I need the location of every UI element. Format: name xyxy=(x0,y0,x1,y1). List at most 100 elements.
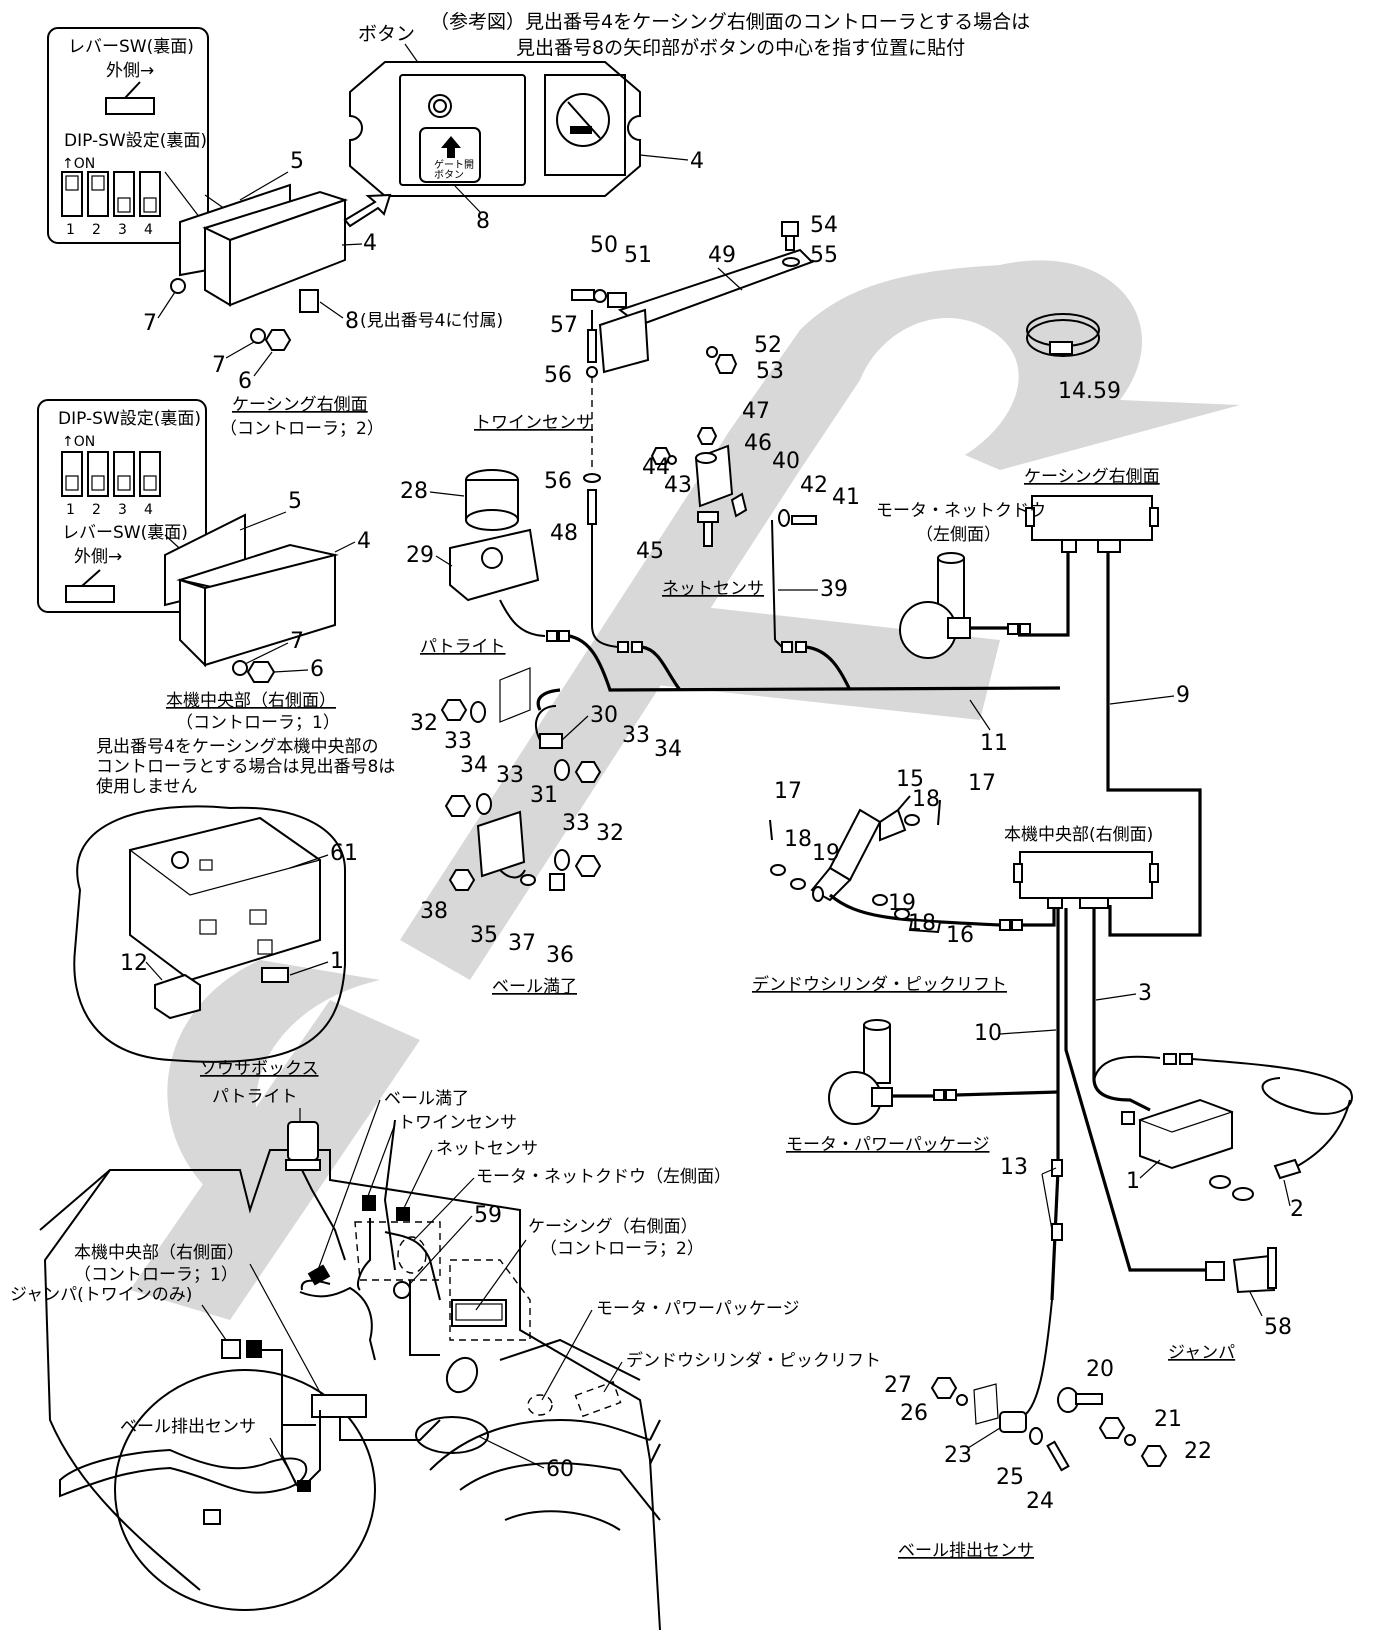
overview-motor-net: モータ・ネットクドウ（左側面） xyxy=(476,1167,731,1187)
callout-31: 31 xyxy=(530,783,558,808)
callout-17: 17 xyxy=(774,779,802,804)
callout-52: 52 xyxy=(754,333,782,358)
callout-12: 12 xyxy=(120,951,148,976)
callout-33-d: 33 xyxy=(562,811,590,836)
caption-casing-right-1: ケーシング右側面 xyxy=(232,395,368,415)
motor-net-drive xyxy=(899,552,1031,659)
header-note-line2: 見出番号8の矢印部がボタンの中心を指す位置に貼付 xyxy=(516,37,965,59)
caption-center-1: 本機中央部（右側面） xyxy=(166,691,336,711)
callout-4-mid: 4 xyxy=(357,529,371,554)
callout-30: 30 xyxy=(590,703,618,728)
callout-7: 7 xyxy=(143,311,157,336)
callout-21: 21 xyxy=(1154,1407,1182,1432)
callout-17-b: 17 xyxy=(968,771,996,796)
inset-top-dip-1: 1 xyxy=(66,222,75,238)
machine-overview xyxy=(39,1119,661,1630)
twin-sensor-bracket xyxy=(571,221,814,625)
controller-plate: ゲート開 ボタン xyxy=(349,61,641,197)
callout-24: 24 xyxy=(1026,1489,1054,1514)
callout-33-c: 33 xyxy=(496,763,524,788)
overview-casing-2: （コントローラ；2） xyxy=(540,1239,704,1259)
harness-11 xyxy=(536,624,1061,731)
callout-1: 1 xyxy=(1126,1169,1140,1194)
callout-37: 37 xyxy=(508,931,536,956)
caption-jumper: ジャンパ xyxy=(1168,1343,1235,1363)
inset-mid-on-label: ↑ON xyxy=(62,434,95,450)
hose-clamp xyxy=(1026,313,1100,357)
inset-top-dip-4: 4 xyxy=(144,222,153,238)
callout-23: 23 xyxy=(944,1443,972,1468)
callout-51: 51 xyxy=(624,243,652,268)
label8-note: (見出番号4に付属) xyxy=(360,311,503,331)
caption-motor-power: モータ・パワーパッケージ xyxy=(786,1135,990,1155)
inset-mid-dip-2: 2 xyxy=(92,502,101,518)
inset-top-dip-2: 2 xyxy=(92,222,101,238)
callout-56-b: 56 xyxy=(544,469,572,494)
overview-center-1: 本機中央部（右側面） xyxy=(74,1243,244,1263)
callout-19: 19 xyxy=(812,841,840,866)
callout-3: 3 xyxy=(1138,981,1152,1006)
caption-bale-full: ベール満了 xyxy=(492,977,577,997)
caption-casing-right-side: ケーシング右側面 xyxy=(1024,467,1160,487)
caption-center-note3: 使用しません xyxy=(96,776,198,797)
caption-center-note2: コントローラとする場合は見出番号8は xyxy=(96,757,395,777)
controller-box-center xyxy=(164,513,339,668)
overview-bale-eject: ベール排出センサ xyxy=(120,1417,256,1437)
callout-33: 33 xyxy=(444,729,472,754)
callout-44: 44 xyxy=(642,455,670,480)
overview-bale-full: ベール満了 xyxy=(384,1089,469,1109)
inset-mid-lever-dir: 外側→ xyxy=(74,547,122,567)
callout-18-c: 18 xyxy=(908,911,936,936)
caption-twin-sensor: トワインセンサ xyxy=(474,413,593,433)
callout-14-59: 14.59 xyxy=(1058,379,1121,404)
callout-25: 25 xyxy=(996,1465,1024,1490)
bale-full-sensor xyxy=(440,667,602,891)
callout-5-mid: 5 xyxy=(288,489,302,514)
caption-motor-net-2: （左側面） xyxy=(916,525,1001,545)
label-arrow-text1: ゲート開 xyxy=(434,159,474,171)
overview-patlite: パトライト xyxy=(212,1087,298,1107)
center-controller xyxy=(1013,851,1206,1301)
callout-58: 58 xyxy=(1264,1315,1292,1340)
callout-35: 35 xyxy=(470,923,498,948)
callout-1-sousa: 1 xyxy=(330,949,344,974)
inset-top-dip-title: DIP-SW設定(裏面) xyxy=(64,130,207,151)
callout-40: 40 xyxy=(772,449,800,474)
inset-mid-dip-4: 4 xyxy=(144,502,153,518)
inset-mid-lever-title: レバーSW(裏面) xyxy=(62,522,188,543)
inset-top-lever-title: レバーSW(裏面) xyxy=(68,36,194,57)
overview-jumper: ジャンパ(トワインのみ) xyxy=(10,1285,192,1305)
callout-18-b: 18 xyxy=(784,827,812,852)
overview-motor-power: モータ・パワーパッケージ xyxy=(596,1299,800,1319)
callout-6-mid: 6 xyxy=(310,657,324,682)
overview-cylinder: デンドウシリンダ・ピックリフト xyxy=(626,1350,881,1371)
overview-center-2: （コントローラ；1） xyxy=(74,1265,238,1285)
inset-top-dip-3: 3 xyxy=(118,222,127,238)
inset-top-lever-dir: 外側→ xyxy=(106,61,154,81)
overview-net-sensor: ネットセンサ xyxy=(436,1139,538,1159)
callout-19-b: 19 xyxy=(888,891,916,916)
callout-11: 11 xyxy=(980,731,1008,756)
caption-cylinder-pick: デンドウシリンダ・ピックリフト xyxy=(752,974,1007,995)
callout-22: 22 xyxy=(1184,1439,1212,1464)
inset-top-dip-lever: レバーSW(裏面) 外側→ DIP-SW設定(裏面) ↑ON 1 2 3 4 xyxy=(47,27,209,244)
callout-57: 57 xyxy=(550,313,578,338)
motor-power-package xyxy=(828,1019,1059,1125)
callout-15: 15 xyxy=(896,767,924,792)
callout-6: 6 xyxy=(238,369,252,394)
callout-16: 16 xyxy=(946,923,974,948)
caption-center-note1: 見出番号4をケーシング本機中央部の xyxy=(96,737,378,757)
callout-18: 18 xyxy=(912,787,940,812)
callout-13: 13 xyxy=(1000,1155,1028,1180)
callout-27: 27 xyxy=(884,1373,912,1398)
callout-48: 48 xyxy=(550,521,578,546)
callout-56: 56 xyxy=(544,363,572,388)
callout-38: 38 xyxy=(420,899,448,924)
caption-bale-eject: ベール排出センサ xyxy=(898,1541,1034,1561)
label-arrow-text2: ボタン xyxy=(434,169,464,181)
sousa-box xyxy=(73,805,346,1063)
callout-32-b: 32 xyxy=(596,821,624,846)
button-label: ボタン xyxy=(358,23,415,45)
callout-46: 46 xyxy=(744,431,772,456)
